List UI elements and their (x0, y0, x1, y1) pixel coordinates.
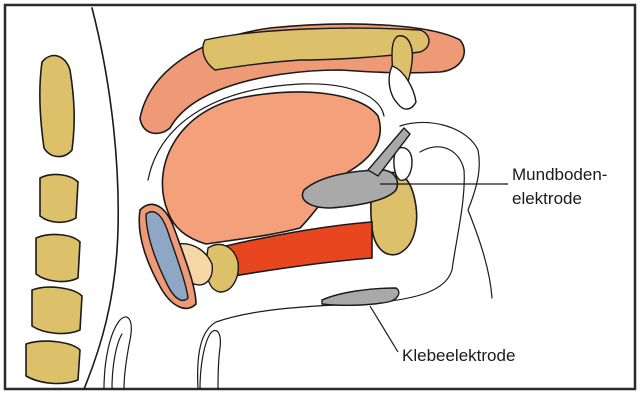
floor-electrode-label-line2: elektrode (512, 189, 582, 208)
vertebra-4 (32, 287, 82, 333)
vertebra-5 (26, 341, 80, 383)
adhesive-electrode-label: Klebeelektrode (402, 346, 515, 365)
floor-electrode-label-line1: Mundboden- (512, 165, 607, 184)
vertebra-1 (40, 56, 74, 157)
vertebra-3 (36, 235, 80, 282)
vertebra-2 (40, 175, 78, 223)
